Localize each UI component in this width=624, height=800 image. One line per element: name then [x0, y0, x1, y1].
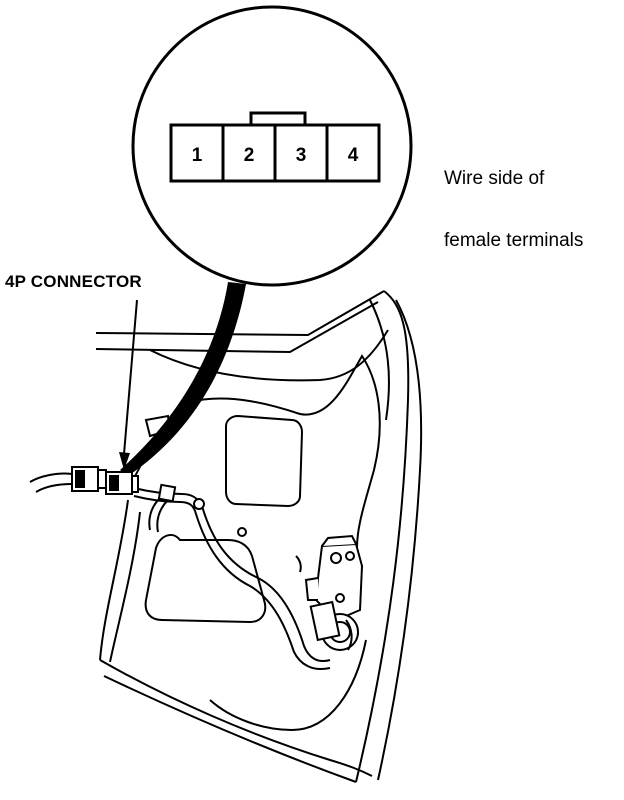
door-lock-actuator — [304, 534, 364, 651]
terminal-3: 3 — [296, 145, 307, 166]
wire-side-caption: Wire side of female terminals — [444, 127, 583, 273]
4p-connector — [105, 471, 139, 495]
door-panel — [95, 290, 423, 783]
connector-leader-arrow — [119, 299, 138, 470]
connector-label: 4P CONNECTOR — [5, 272, 142, 291]
wire-side-caption-line1: Wire side of — [444, 167, 545, 189]
terminal-1: 1 — [192, 145, 203, 166]
callout-pointer — [120, 282, 246, 476]
harness-clips — [157, 483, 247, 537]
wire-side-caption-line2: female terminals — [444, 230, 584, 252]
terminal-2: 2 — [244, 145, 255, 166]
connector-face — [169, 111, 381, 183]
terminal-4: 4 — [348, 145, 359, 166]
mating-connector — [71, 466, 107, 492]
wire-harness — [29, 472, 331, 670]
